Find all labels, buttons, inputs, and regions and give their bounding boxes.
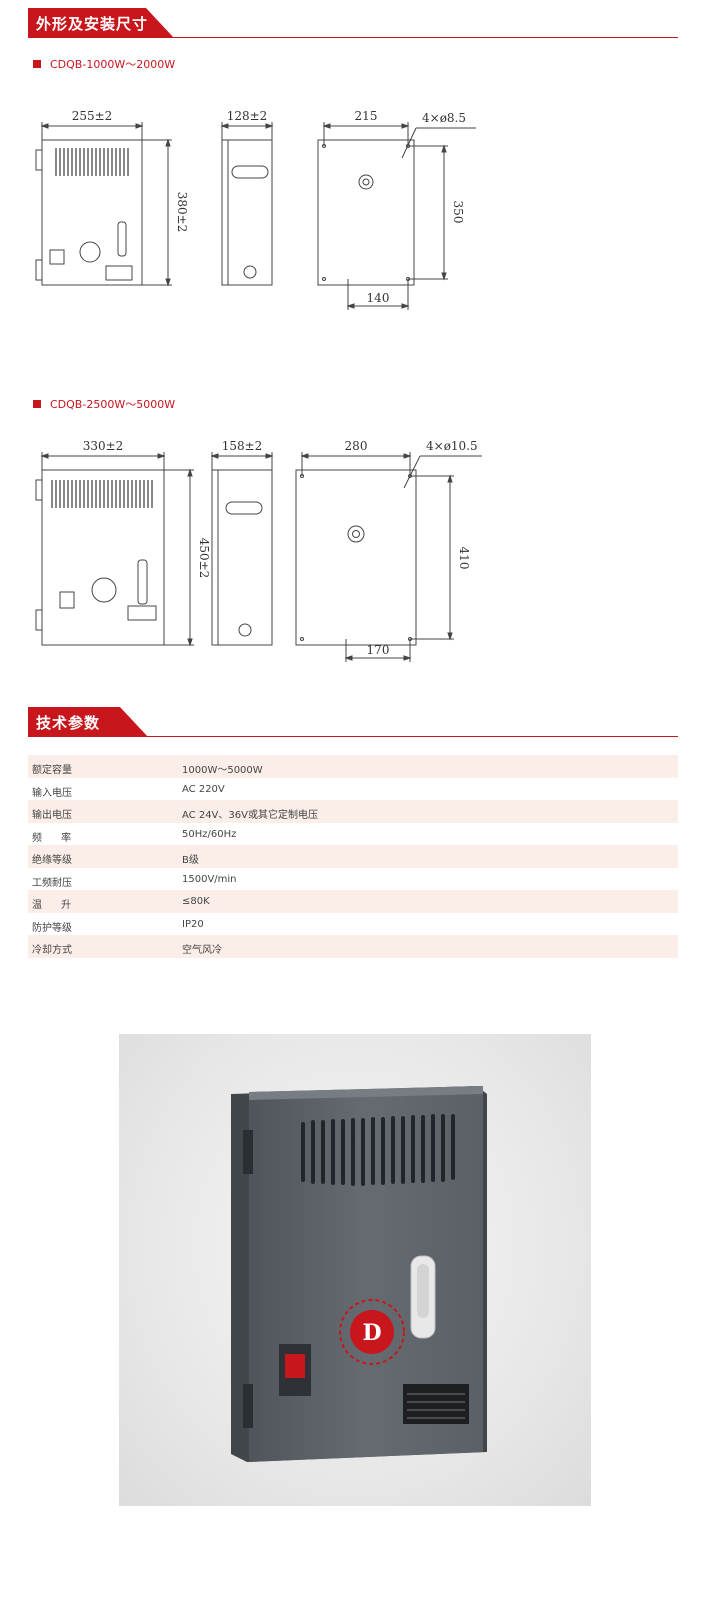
- vent-grille: [301, 1114, 455, 1186]
- bullet-square-icon: [33, 60, 41, 68]
- model-label-2: CDQB-2500W～5000W: [33, 396, 175, 412]
- vent-grille: [51, 480, 153, 508]
- section-rule: [28, 36, 678, 38]
- dim-holes: 4×ø10.5: [426, 439, 478, 453]
- section-title: 外形及安装尺寸: [36, 15, 149, 33]
- front-view: [41, 139, 143, 286]
- dim-mount-width: 280: [345, 439, 368, 453]
- bullet-square-icon: [33, 400, 41, 408]
- drawing-model-2: 330±2 450±2 158±2 280 410 170 4×ø10.5: [35, 439, 482, 662]
- side-view: [211, 469, 273, 646]
- side-view: [221, 139, 273, 286]
- front-view: [41, 469, 165, 646]
- section-tab: 技术参数: [28, 707, 148, 737]
- logo-d-icon: D: [362, 1320, 381, 1346]
- dim-mount-bottom: 170: [367, 643, 390, 657]
- section-header-dimensions: 外形及安装尺寸: [28, 8, 678, 38]
- dim-mount-height: 410: [457, 547, 471, 570]
- drawing-model-1: 255±2 380±2 128±2 215 350 140 4×ø8.5: [35, 109, 476, 310]
- section-header-specs: 技术参数: [28, 707, 678, 737]
- section-tab: 外形及安装尺寸: [28, 8, 174, 38]
- dim-mount-bottom: 140: [367, 291, 390, 305]
- dim-depth: 128±2: [227, 109, 268, 123]
- table-row: 冷却方式空气风冷: [28, 935, 678, 958]
- dim-depth: 158±2: [222, 439, 263, 453]
- back-view: [295, 469, 417, 646]
- dim-mount-width: 215: [355, 109, 378, 123]
- section-title: 技术参数: [36, 714, 101, 732]
- table-row: 温 升≤80K: [28, 890, 678, 913]
- dim-height: 380±2: [175, 192, 189, 233]
- dim-holes: 4×ø8.5: [422, 111, 466, 125]
- vent-grille: [55, 148, 129, 176]
- back-view: [317, 139, 415, 286]
- dim-width: 330±2: [83, 439, 124, 453]
- section-rule: [28, 735, 678, 737]
- dim-width: 255±2: [72, 109, 113, 123]
- model-label-1: CDQB-1000W～2000W: [33, 56, 175, 72]
- cabinet-illustration: D: [231, 1086, 487, 1462]
- product-photo: D: [119, 1034, 591, 1506]
- dim-height: 450±2: [197, 538, 211, 579]
- dim-mount-height: 350: [451, 201, 465, 224]
